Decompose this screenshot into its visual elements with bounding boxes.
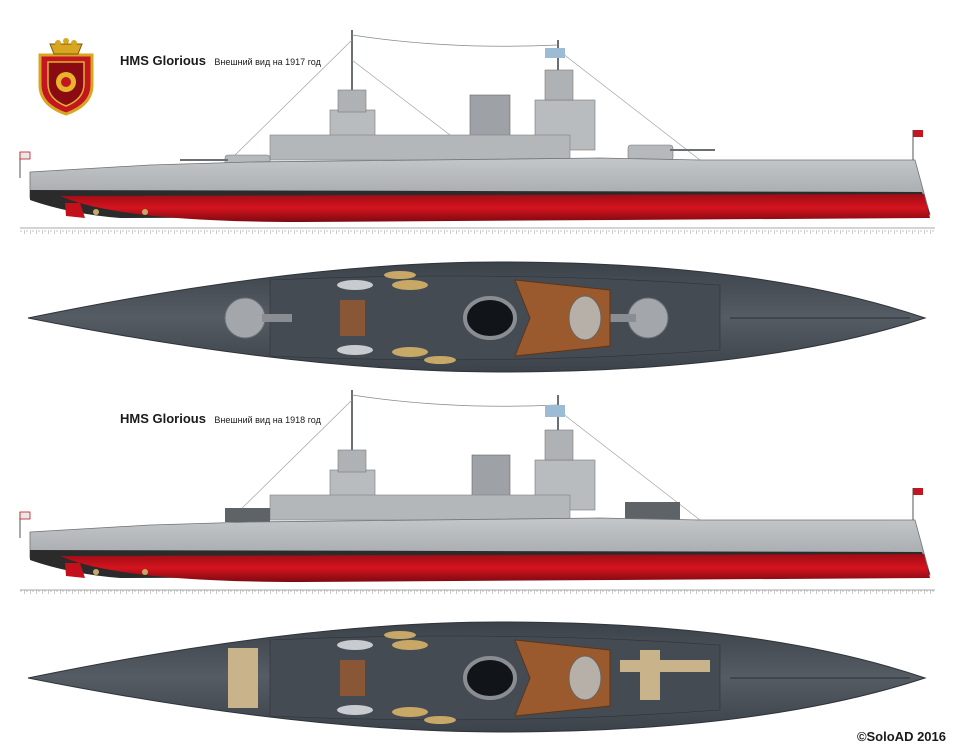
caption-1917: HMS Glorious Внешний вид на 1917 год: [120, 52, 321, 70]
caption-1918: HMS Glorious Внешний вид на 1918 год: [120, 410, 321, 428]
profile-view-1918: [19, 390, 931, 582]
ship-name-1917: HMS Glorious: [120, 53, 206, 68]
author-credit: ©SoloAD 2016: [856, 729, 946, 744]
scale-ruler-2: [20, 590, 935, 600]
profile-view-1917: [19, 30, 931, 222]
subtitle-1917: Внешний вид на 1917 год: [214, 57, 321, 67]
scale-ruler-1: [20, 228, 935, 238]
ship-crest-badge: [38, 38, 94, 116]
plan-view-1917: [27, 261, 927, 373]
ship-name-1918: HMS Glorious: [120, 411, 206, 426]
plan-view-1918: [27, 621, 927, 733]
subtitle-1918: Внешний вид на 1918 год: [214, 415, 321, 425]
